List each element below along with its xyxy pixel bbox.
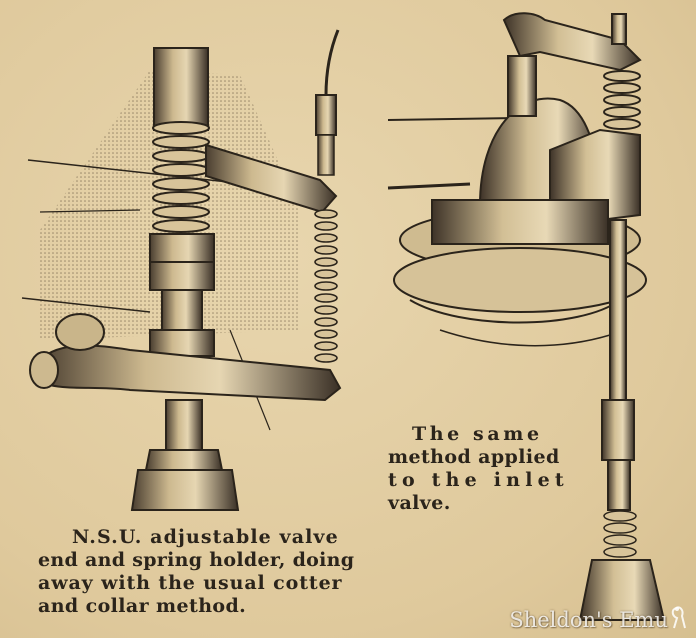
- caption-left: N.S.U. adjustable valve end and spring h…: [38, 526, 368, 618]
- caption-left-line-4: and collar method.: [38, 595, 247, 617]
- caption-right-line-3: to the inlet: [388, 469, 569, 491]
- caption-right: The same method applied to the inlet val…: [388, 423, 568, 515]
- caption-left-line-2: end and spring holder, doing: [38, 549, 355, 571]
- caption-left-line-1: N.S.U. adjustable valve: [72, 526, 339, 548]
- watermark: Sheldon's Emu: [509, 608, 668, 632]
- caption-right-line-2: method applied: [388, 446, 560, 468]
- emu-icon: [671, 606, 686, 629]
- caption-right-line-1: The same: [412, 423, 543, 445]
- caption-right-line-4: valve.: [388, 492, 451, 514]
- caption-left-line-3: away with the usual cotter: [38, 572, 343, 594]
